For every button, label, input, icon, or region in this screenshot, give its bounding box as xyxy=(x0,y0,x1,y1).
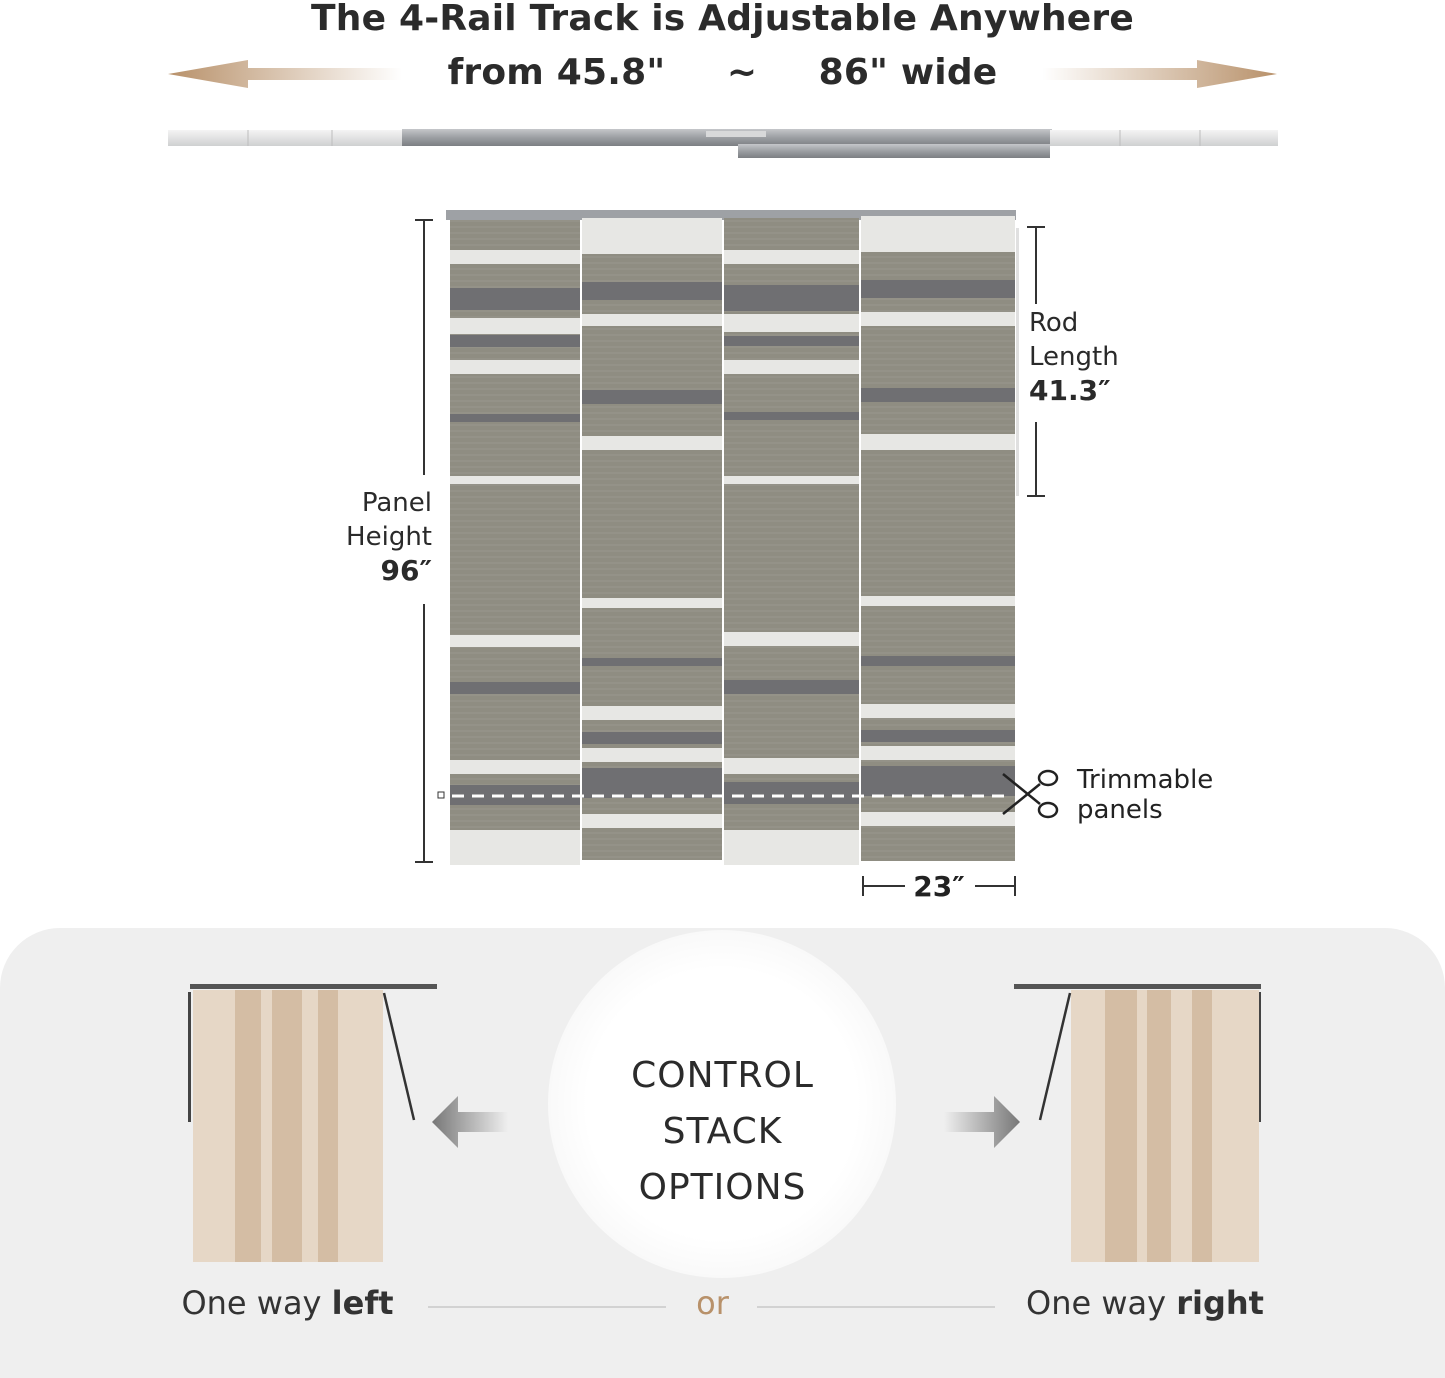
trimmable-label: Trimmable panels xyxy=(1077,765,1214,825)
arrow-right-icon xyxy=(1042,60,1277,88)
fabric-panel-1 xyxy=(450,220,580,865)
width-min: from 45.8" xyxy=(447,52,666,93)
width-tilde: ~ xyxy=(726,52,758,93)
panel-diagram xyxy=(415,210,1059,896)
arrow-left-icon xyxy=(168,60,402,88)
rod-length-label: Rod Length 41.3″ xyxy=(1029,308,1119,407)
fabric-panel-3 xyxy=(724,218,859,865)
panel-width-value: 23″ xyxy=(913,870,965,903)
page-title: The 4-Rail Track is Adjustable Anywhere xyxy=(311,0,1134,39)
rail-track xyxy=(168,129,1278,158)
center-glow xyxy=(548,930,896,1278)
one-way-left-label: One way left xyxy=(181,1284,394,1322)
track-diagram xyxy=(168,60,1278,158)
panel-width-dimension xyxy=(862,876,1016,896)
left-stack-diagram xyxy=(188,984,437,1262)
fabric-panel-2 xyxy=(582,218,722,860)
or-separator: or xyxy=(696,1284,729,1322)
panel-height-label: Panel Height 96″ xyxy=(346,488,432,587)
stack-diagrams xyxy=(188,984,1261,1308)
panel-height-dimension xyxy=(415,219,433,863)
one-way-right-label: One way right xyxy=(1026,1284,1264,1322)
rod-length-dimension xyxy=(1027,226,1045,497)
fabric-panel-4 xyxy=(861,216,1015,861)
arrow-left-icon xyxy=(432,1096,508,1148)
width-range: from 45.8" ~ 86" wide xyxy=(0,52,1445,93)
width-max: 86" wide xyxy=(818,52,998,93)
right-stack-diagram xyxy=(1014,984,1261,1262)
arrow-right-icon xyxy=(944,1096,1020,1148)
rod-length-value: 41.3″ xyxy=(1029,374,1111,407)
scissors-icon xyxy=(1002,769,1059,819)
panel-height-value: 96″ xyxy=(380,554,432,587)
control-stack-options-title: CONTROL STACK OPTIONS xyxy=(631,1055,814,1208)
